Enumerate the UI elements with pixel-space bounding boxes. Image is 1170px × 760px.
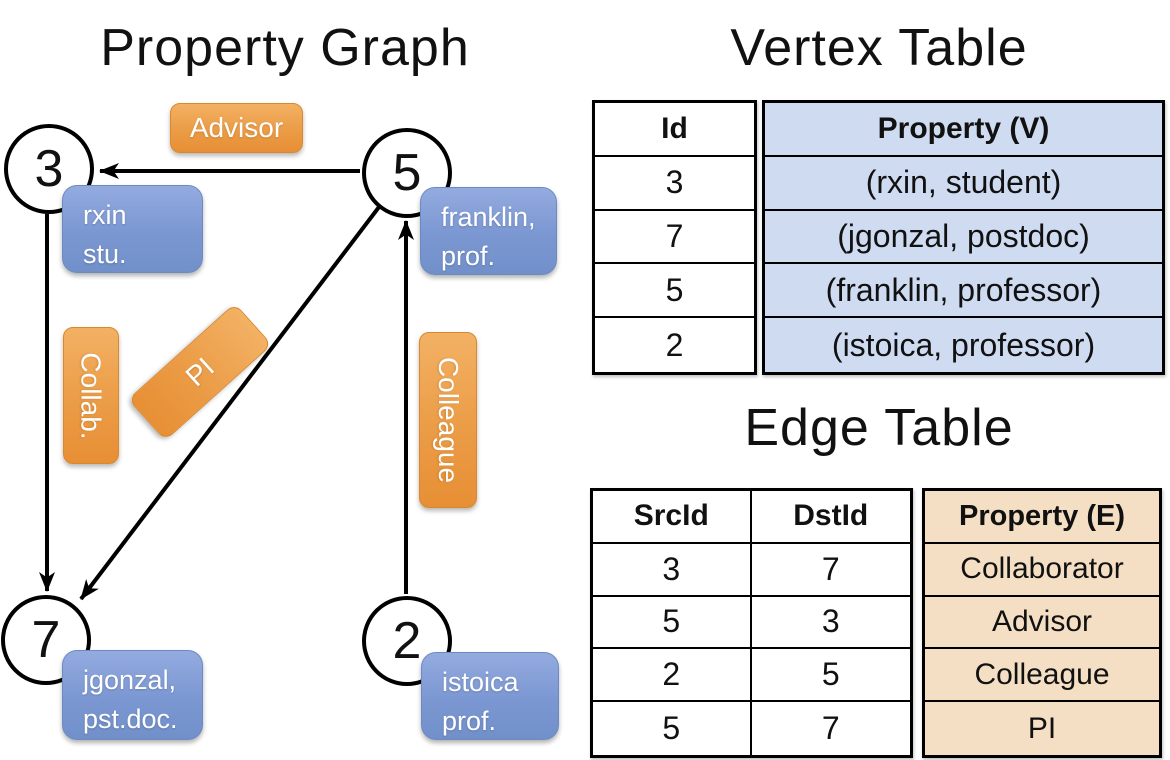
vertex-table-property-column: Property (V) (rxin, student) (jgonzal, p… — [762, 100, 1165, 375]
edge-label-advisor: Advisor — [170, 103, 303, 153]
edge-table-srcid-cell: 5 — [593, 702, 752, 755]
edge-table-property-header: Property (E) — [925, 491, 1159, 544]
edge-table-srcid-cell: 2 — [593, 649, 752, 701]
vertex-table-id-cell: 3 — [595, 157, 754, 211]
vertex-prop-line: stu. — [83, 239, 127, 270]
edge-label-text: Collab. — [76, 351, 108, 440]
edge-label-collab: Collab. — [63, 327, 119, 464]
edge-table-srcid-header: SrcId — [593, 491, 752, 542]
vertex-table-id-header: Id — [595, 103, 754, 157]
vertex-table-property-cell: (jgonzal, postdoc) — [765, 211, 1162, 265]
edge-label-text: Advisor — [189, 112, 284, 143]
edge-label-text: Colleague — [433, 356, 465, 484]
edge-table-dstid-cell: 3 — [821, 603, 840, 640]
vertex-table-property-cell: (franklin, professor) — [765, 264, 1162, 319]
vertex-prop-box-rxin: rxin stu. — [62, 185, 203, 273]
node-circle-5: 5 — [362, 128, 452, 218]
vertex-table-id-column: Id 3 7 5 2 — [592, 100, 757, 375]
node-id-label: 2 — [392, 612, 422, 670]
vertex-table-property-cell: (rxin, student) — [765, 157, 1162, 211]
node-id-label: 5 — [392, 144, 422, 202]
vertex-table-id-cell: 7 — [595, 211, 754, 265]
vertex-prop-line: istoica — [442, 667, 519, 697]
edge-table-title: Edge Table — [744, 399, 1014, 457]
vertex-table-property-cell: (istoica, professor) — [831, 326, 1096, 363]
vertex-table-id-cell: 5 — [595, 264, 754, 319]
node-id-label: 3 — [34, 140, 64, 198]
edge-table-row: 2 5 — [593, 649, 910, 703]
edge-table-row: 3 7 — [593, 543, 910, 597]
edge-table-property-cell: Advisor — [925, 597, 1159, 650]
edge-table-header-row: SrcId DstId — [593, 491, 910, 544]
edge-table-property-column: Property (E) Collaborator Advisor Collea… — [922, 488, 1162, 758]
vertex-prop-line: pst.doc. — [83, 704, 178, 735]
edge-table-srcid-cell: 5 — [593, 596, 752, 648]
vertex-table-property-header: Property (V) — [765, 103, 1162, 157]
vertex-prop-line: franklin, — [441, 202, 536, 232]
vertex-prop-box-franklin: franklin, prof. — [420, 187, 557, 275]
vertex-prop-box-jgonzal: jgonzal, pst.doc. — [62, 650, 203, 740]
edge-table-id-columns: SrcId DstId 3 7 5 3 2 5 5 7 — [590, 488, 913, 758]
edge-table-row: 5 3 — [593, 596, 910, 650]
edge-table-property-cell: PI — [1027, 711, 1057, 745]
vertex-prop-line: prof. — [441, 241, 496, 272]
node-id-label: 7 — [31, 611, 61, 669]
vertex-prop-line: jgonzal, — [83, 665, 177, 695]
edge-label-text: PI — [179, 351, 220, 393]
vertex-prop-line: prof. — [442, 706, 497, 737]
vertex-table-id-cell: 2 — [665, 326, 684, 363]
node-circle-3: 3 — [4, 124, 94, 214]
edge-table-srcid-cell: 3 — [593, 543, 752, 595]
vertex-prop-box-istoica: istoica prof. — [421, 652, 559, 740]
edge-table-dstid-cell: 7 — [821, 710, 840, 747]
edge-label-pi: PI — [127, 303, 273, 441]
edge-label-colleague: Colleague — [419, 332, 477, 508]
edge-table-row: 5 7 — [593, 702, 910, 755]
edge-table-dstid-header: DstId — [793, 499, 869, 533]
vertex-table-title: Vertex Table — [730, 19, 1028, 77]
edge-table-dstid-cell: 5 — [821, 656, 840, 693]
edge-table-property-cell: Colleague — [925, 649, 1159, 703]
edge-table-property-cell: Collaborator — [925, 544, 1159, 597]
edge-table-dstid-cell: 7 — [821, 550, 840, 587]
property-graph-title: Property Graph — [100, 19, 470, 77]
vertex-prop-line: rxin — [83, 200, 127, 230]
